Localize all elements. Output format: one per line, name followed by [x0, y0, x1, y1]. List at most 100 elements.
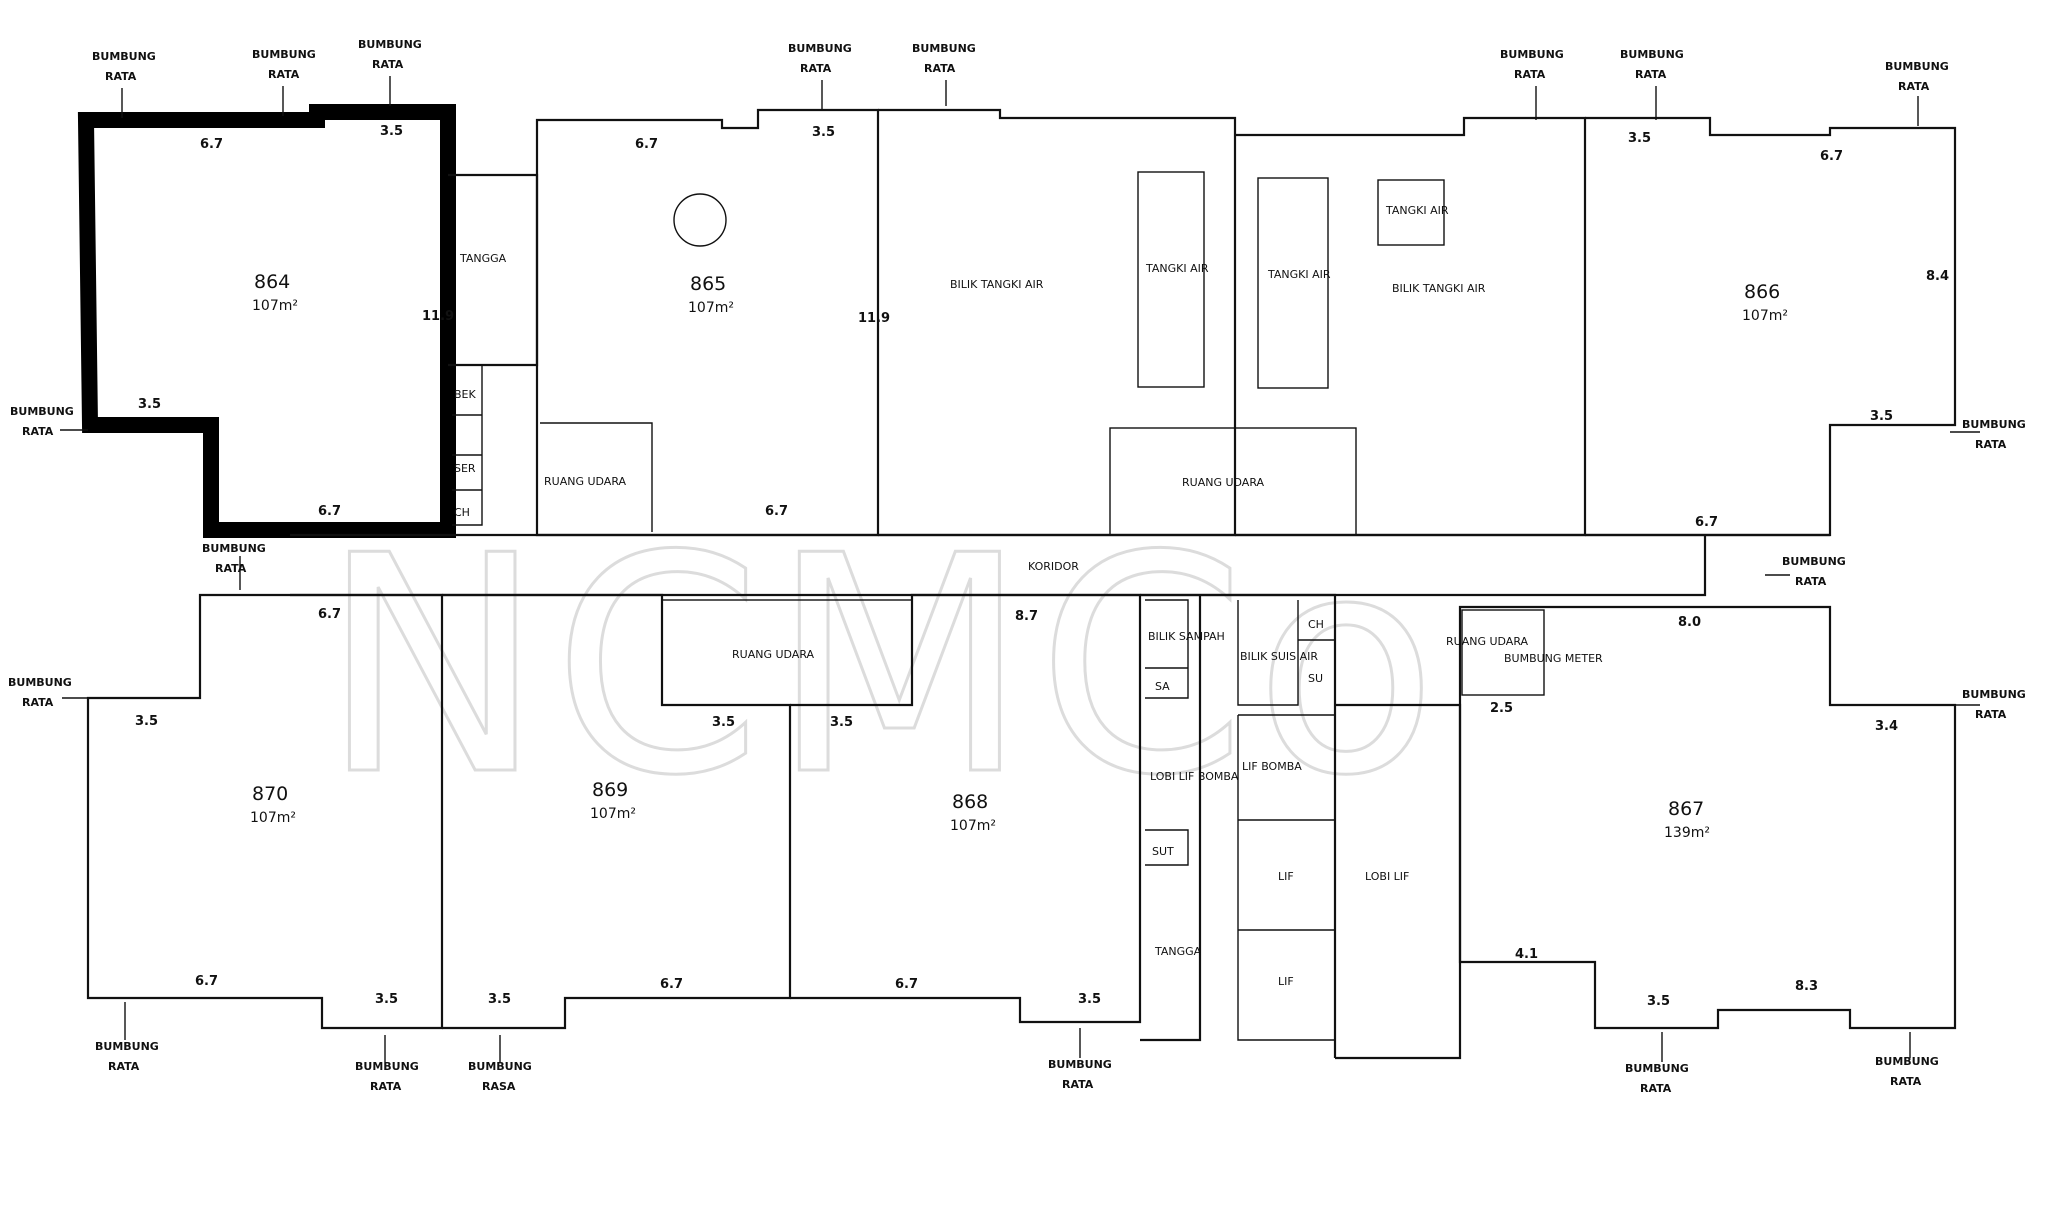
dim-869-step: 3.5: [712, 715, 735, 730]
unit-868-area: 107m²: [950, 818, 996, 834]
roof-label-10b: RATA: [215, 562, 247, 575]
roof-label-16b: RATA: [370, 1080, 402, 1093]
dim-867-step: 3.4: [1875, 719, 1898, 734]
roof-label-16a: BUMBUNG: [355, 1060, 419, 1073]
roof-pointers: [60, 76, 1980, 1062]
dim-865-topright: 3.5: [812, 125, 835, 140]
roof-label-18a: BUMBUNG: [1048, 1058, 1112, 1071]
dim-868-top: 8.7: [1015, 609, 1038, 624]
roof-label-15b: RATA: [108, 1060, 140, 1073]
unit-865-number: 865: [690, 273, 726, 295]
roof-label-3a: BUMBUNG: [358, 38, 422, 51]
roof-label-20a: BUMBUNG: [1875, 1055, 1939, 1068]
dim-868-step: 3.5: [830, 715, 853, 730]
round-column: [673, 193, 727, 247]
roof-label-4a: BUMBUNG: [788, 42, 852, 55]
bilik-suis-air-label: BILIK SUIS AIR: [1240, 650, 1318, 663]
core-block: [1140, 593, 1337, 1058]
roof-label-13a: BUMBUNG: [8, 676, 72, 689]
roof-label-5a: BUMBUNG: [912, 42, 976, 55]
roof-label-6b: RATA: [1514, 68, 1546, 81]
unit-866-outline: [1585, 116, 1957, 537]
dim-867-bottom: 3.5: [1647, 994, 1670, 1009]
roof-label-7b: RATA: [1635, 68, 1667, 81]
unit-870-outline: [86, 593, 444, 1030]
lif-2-label: LIF: [1278, 975, 1294, 988]
unit-866-number: 866: [1744, 281, 1780, 303]
unit-865-outline: [535, 108, 880, 537]
ch-top-label: CH: [454, 506, 470, 519]
unit-864-outline: [77, 104, 456, 538]
lobi-lif-label: LOBI LIF: [1365, 870, 1409, 883]
dim-869-bottom: 6.7: [660, 977, 683, 992]
roof-label-12a: BUMBUNG: [1782, 555, 1846, 568]
dim-864-right: 11.9: [422, 309, 454, 324]
ruang-udara-867: [1461, 609, 1545, 696]
bumbung-meter-label: BUMBUNG METER: [1504, 652, 1603, 665]
dim-866-right: 8.4: [1926, 269, 1949, 284]
unit-869-number: 869: [592, 779, 628, 801]
dim-870-top: 6.7: [318, 607, 341, 622]
roof-label-5b: RATA: [924, 62, 956, 75]
tangga-top-label: TANGGA: [459, 252, 507, 265]
roof-label-17a: BUMBUNG: [468, 1060, 532, 1073]
roof-label-1b: RATA: [105, 70, 137, 83]
dim-864-left: 3.5: [138, 397, 161, 412]
roof-label-10a: BUMBUNG: [202, 542, 266, 555]
tank-3-label: TANGKI AIR: [1385, 204, 1449, 217]
tank-room-left-label: BILIK TANGKI AIR: [950, 278, 1044, 291]
tank-2: [1257, 177, 1329, 389]
tank-1-label: TANGKI AIR: [1145, 262, 1209, 275]
roof-label-2a: BUMBUNG: [252, 48, 316, 61]
roof-label-15a: BUMBUNG: [95, 1040, 159, 1053]
roof-label-12b: RATA: [1795, 575, 1827, 588]
dim-869-bottomleft: 3.5: [488, 992, 511, 1007]
corridor: [290, 533, 1830, 597]
ser-label: SER: [454, 462, 476, 475]
roof-label-7a: BUMBUNG: [1620, 48, 1684, 61]
unit-867-number: 867: [1668, 798, 1704, 820]
roof-label-2b: RATA: [268, 68, 300, 81]
small-rooms-top: [452, 364, 483, 526]
roof-label-11a: BUMBUNG: [1962, 418, 2026, 431]
unit-867-outline: [1458, 605, 1957, 1030]
roof-label-13b: RATA: [22, 696, 54, 709]
core-subrooms: [1145, 599, 1336, 1041]
lif-1-label: LIF: [1278, 870, 1294, 883]
dim-866-bottom: 6.7: [1695, 515, 1718, 530]
lif-bomba-label: LIF BOMBA: [1242, 760, 1302, 773]
tank-1: [1137, 171, 1205, 388]
ruang-udara-865: [540, 422, 653, 532]
bek-label: BEK: [454, 388, 476, 401]
roof-label-18b: RATA: [1062, 1078, 1094, 1091]
su-label: SU: [1308, 672, 1323, 685]
sa-label: SA: [1155, 680, 1170, 693]
roof-label-20b: RATA: [1890, 1075, 1922, 1088]
tank-room-left: [878, 108, 1237, 537]
sut-label: SUT: [1152, 845, 1174, 858]
unit-868-number: 868: [952, 791, 988, 813]
roof-label-14a: BUMBUNG: [1962, 688, 2026, 701]
dim-868-bottomright: 3.5: [1078, 992, 1101, 1007]
roof-label-14b: RATA: [1975, 708, 2007, 721]
roof-label-9a: BUMBUNG: [10, 405, 74, 418]
dim-865-top: 6.7: [635, 137, 658, 152]
roof-label-8a: BUMBUNG: [1885, 60, 1949, 73]
tank-2-label: TANGKI AIR: [1267, 268, 1331, 281]
dim-865-bottom: 6.7: [765, 504, 788, 519]
dim-866-topright: 6.7: [1820, 149, 1843, 164]
tank-3: [1377, 179, 1445, 246]
tank-room-right-label: BILIK TANGKI AIR: [1392, 282, 1486, 295]
dim-867-bottomright: 8.3: [1795, 979, 1818, 994]
dim-865-right: 11.9: [858, 311, 890, 326]
unit-869-area: 107m²: [590, 806, 636, 822]
lobi-lif-bomba-label: LOBI LIF BOMBA: [1150, 770, 1239, 783]
dim-866-step: 3.5: [1870, 409, 1893, 424]
dim-864-topright: 3.5: [380, 124, 403, 139]
dim-864-top: 6.7: [200, 137, 223, 152]
watermark: NCMCo: [320, 492, 1446, 841]
dim-870-bottom: 6.7: [195, 974, 218, 989]
roof-label-3b: RATA: [372, 58, 404, 71]
